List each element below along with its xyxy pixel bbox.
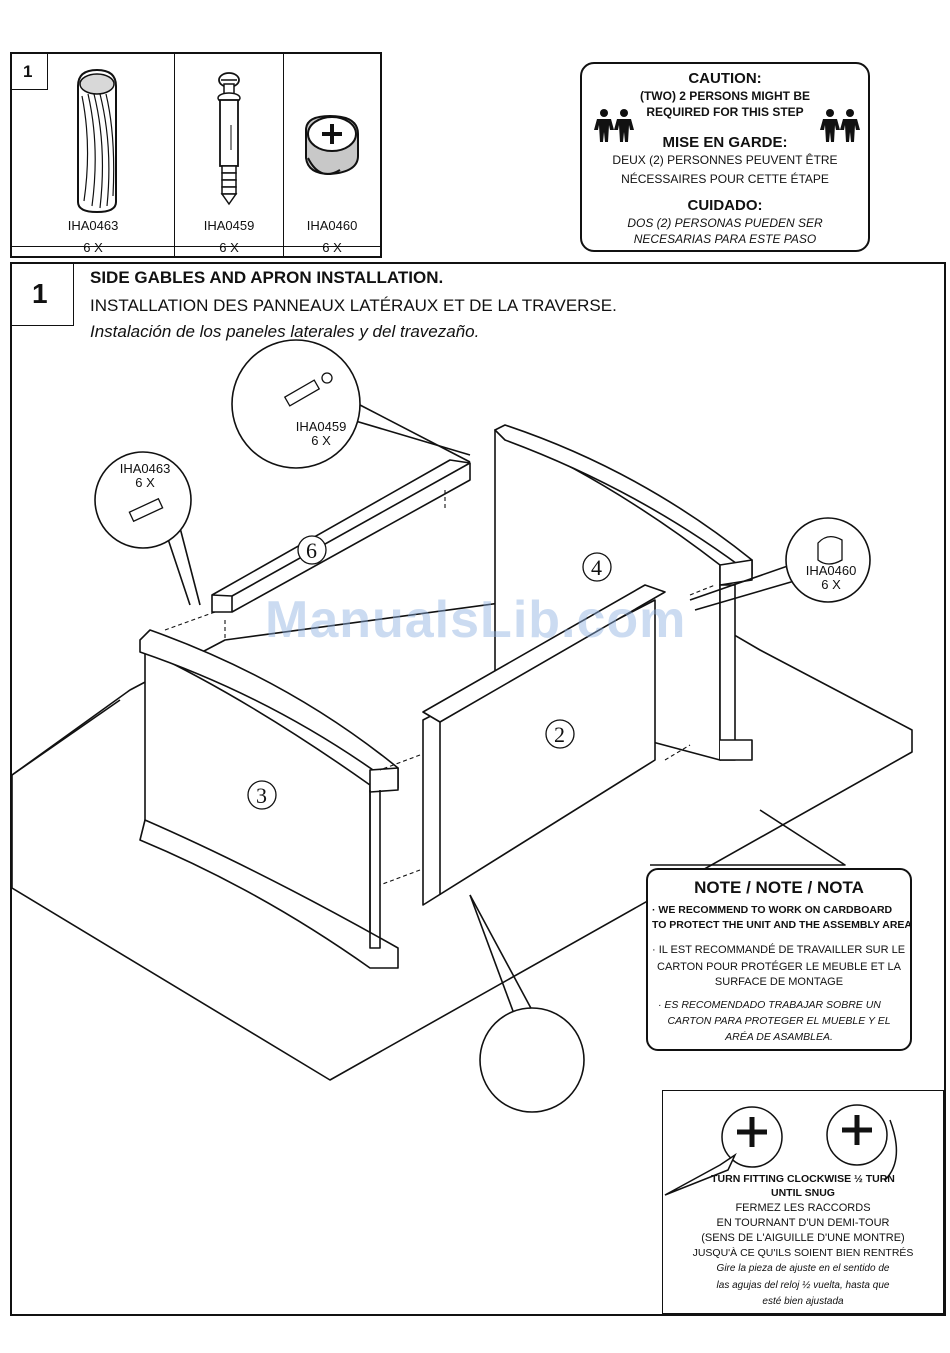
parts-qty-divider (12, 246, 380, 247)
panel-label-2: 2 (554, 722, 565, 747)
parts-code-cam: IHA0460 (306, 218, 358, 233)
caution-line-fr-1: DEUX (2) PERSONNES PEUVENT ÊTRE (612, 153, 838, 167)
caution-line-es-2: NECESARIAS PARA ESTE PASO (633, 232, 817, 246)
dowel-callout-circle (94, 451, 192, 549)
parts-qty-bolt: 6 X (219, 240, 239, 255)
parts-cell-dowel: IHA0463 6 X (12, 54, 175, 256)
watermark: ManualsLib.com (265, 591, 687, 649)
note-es-3: ARÉA DE ASAMBLEA. (725, 1031, 833, 1043)
wood-dowel-icon (77, 68, 117, 214)
bolt-callout-qty: 6 X (311, 433, 331, 448)
turn-fr-4: JUSQU'À CE QU'ILS SOIENT BIEN RENTRÉS (692, 1247, 914, 1259)
cam-callout-code: IHA0460 (805, 563, 857, 578)
turn-fitting-box: TURN FITTING CLOCKWISE ½ TURN UNTIL SNUG… (662, 1090, 944, 1314)
step-number: 1 (32, 278, 48, 309)
parts-step-number: 1 (23, 62, 33, 81)
note-box: NOTE / NOTE / NOTA · WE RECOMMEND TO WOR… (646, 868, 912, 1051)
caution-line-fr-2: NÉCESSAIRES POUR CETTE ÉTAPE (621, 172, 829, 186)
caution-line-en-1: (TWO) 2 PERSONS MIGHT BE (639, 89, 810, 103)
turn-es-3: esté bien ajustada (762, 1296, 844, 1307)
step-number-box: 1 (12, 264, 74, 326)
note-fr-2: CARTON POUR PROTÉGER LE MEUBLE ET LA (657, 961, 901, 973)
turn-es-1: Gire la pieza de ajuste en el sentido de (716, 1263, 890, 1274)
parts-cell-bolt: IHA0459 6 X (175, 54, 284, 256)
screwdriver-callout-circle (479, 1007, 585, 1113)
step-frame: 1 SIDE GABLES AND APRON INSTALLATION. IN… (10, 262, 946, 1316)
note-es-2: CARTON PARA PROTEGER EL MUEBLE Y EL (667, 1015, 891, 1027)
note-en-2: TO PROTECT THE UNIT AND THE ASSEMBLY ARE… (652, 919, 912, 931)
parts-code-dowel: IHA0463 (67, 218, 119, 233)
panel-label-3: 3 (256, 783, 267, 808)
caution-title-en: CAUTION: (688, 70, 762, 87)
bolt-callout-code: IHA0459 (295, 419, 347, 434)
cam-callout-qty: 6 X (821, 577, 841, 592)
hardware-parts-box: 1 IHA0463 6 X IHA0 (10, 52, 382, 258)
caution-box: CAUTION: (TWO) 2 PERSONS MIGHT BE REQUIR… (580, 62, 870, 252)
caution-line-en-2: REQUIRED FOR THIS STEP (646, 105, 804, 119)
parts-cell-cam: IHA0460 6 X (284, 54, 380, 256)
dowel-callout-qty: 6 X (135, 475, 155, 490)
caution-title-fr: MISE EN GARDE: (662, 134, 788, 151)
step-title-fr: INSTALLATION DES PANNEAUX LATÉRAUX ET DE… (90, 296, 617, 315)
step-title-es: Instalación de los paneles laterales y d… (90, 322, 480, 341)
parts-qty-dowel: 6 X (83, 240, 103, 255)
turn-fr-3: (SENS DE L'AIGUILLE D'UNE MONTRE) (701, 1232, 905, 1244)
panel-label-4: 4 (591, 555, 602, 580)
dowel-callout-code: IHA0463 (119, 461, 171, 476)
parts-qty-cam: 6 X (322, 240, 342, 255)
note-fr-1: · IL EST RECOMMANDÉ DE TRAVAILLER SUR LE (652, 944, 906, 956)
two-persons-icon (594, 109, 634, 142)
panel-label-6: 6 (306, 538, 317, 563)
turn-en-2: UNTIL SNUG (771, 1187, 835, 1199)
parts-code-bolt: IHA0459 (203, 218, 255, 233)
note-es-1: · ES RECOMENDADO TRABAJAR SOBRE UN (658, 999, 881, 1011)
turn-fr-1: FERMEZ LES RACCORDS (735, 1202, 871, 1214)
two-persons-icon (820, 109, 860, 142)
bolt-callout-circle (231, 339, 361, 469)
cam-lock-icon (305, 114, 359, 176)
caution-title-es: CUIDADO: (687, 197, 763, 214)
note-fr-3: SURFACE DE MONTAGE (714, 976, 844, 988)
step-title-en: SIDE GABLES AND APRON INSTALLATION. (90, 268, 444, 287)
note-title: NOTE / NOTE / NOTA (694, 878, 864, 897)
parts-step-number-box: 1 (12, 54, 48, 90)
cam-bolt-icon (217, 72, 241, 206)
note-en-1: · WE RECOMMEND TO WORK ON CARDBOARD (652, 904, 893, 916)
turn-es-2: las agujas del reloj ½ vuelta, hasta que (716, 1280, 890, 1291)
turn-en-1: TURN FITTING CLOCKWISE ½ TURN (711, 1173, 895, 1185)
turn-fr-2: EN TOURNANT D'UN DEMI-TOUR (716, 1217, 890, 1229)
caution-line-es-1: DOS (2) PERSONAS PUEDEN SER (627, 216, 823, 230)
